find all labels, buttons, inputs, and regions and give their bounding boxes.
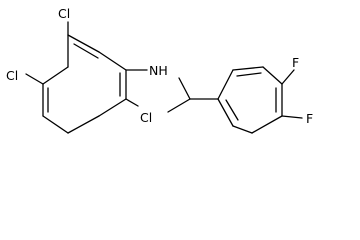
double-bond-inner-6 — [225, 99, 239, 121]
atom-label-cl-bottom: Cl — [140, 110, 152, 125]
structure-drawing: Cl Cl Cl NH F F — [6, 6, 313, 134]
atom-label-f-right: F — [306, 111, 313, 126]
bond-c5-c4a — [67, 115, 100, 134]
bond-r7 — [217, 98, 234, 127]
atom-label-f-top: F — [292, 55, 299, 70]
bond-r1 — [217, 69, 234, 100]
bond-r5 — [251, 115, 283, 134]
trichlorophenyl-ring — [42, 34, 127, 134]
bond-r2 — [232, 66, 264, 71]
atom-label-nh: NH — [149, 63, 168, 78]
bond-c3-c2 — [67, 34, 100, 53]
bond-r3 — [262, 66, 283, 85]
double-bond-inner-4 — [236, 72, 262, 77]
bond-nh-ch — [178, 77, 191, 100]
bond-to-f-right — [281, 115, 303, 119]
bond-c2-c1 — [98, 51, 127, 71]
molecule-diagram: Cl Cl Cl NH F F — [6, 6, 313, 134]
bond-r6 — [232, 125, 253, 134]
double-bond-inner-1 — [73, 43, 99, 59]
bond-c4a-c4 — [42, 115, 69, 134]
bond-to-cl-bottom — [125, 98, 139, 107]
bond-c6-c5 — [98, 98, 127, 117]
bond-c3b-c3 — [42, 66, 69, 85]
bond-to-f-top — [281, 69, 295, 85]
atom-label-cl-top: Cl — [58, 6, 70, 21]
bond-to-cl-left — [25, 73, 44, 85]
bond-ch-methyl — [167, 98, 191, 113]
atom-label-cl-left: Cl — [6, 68, 18, 83]
difluorophenyl-ring — [217, 66, 283, 134]
